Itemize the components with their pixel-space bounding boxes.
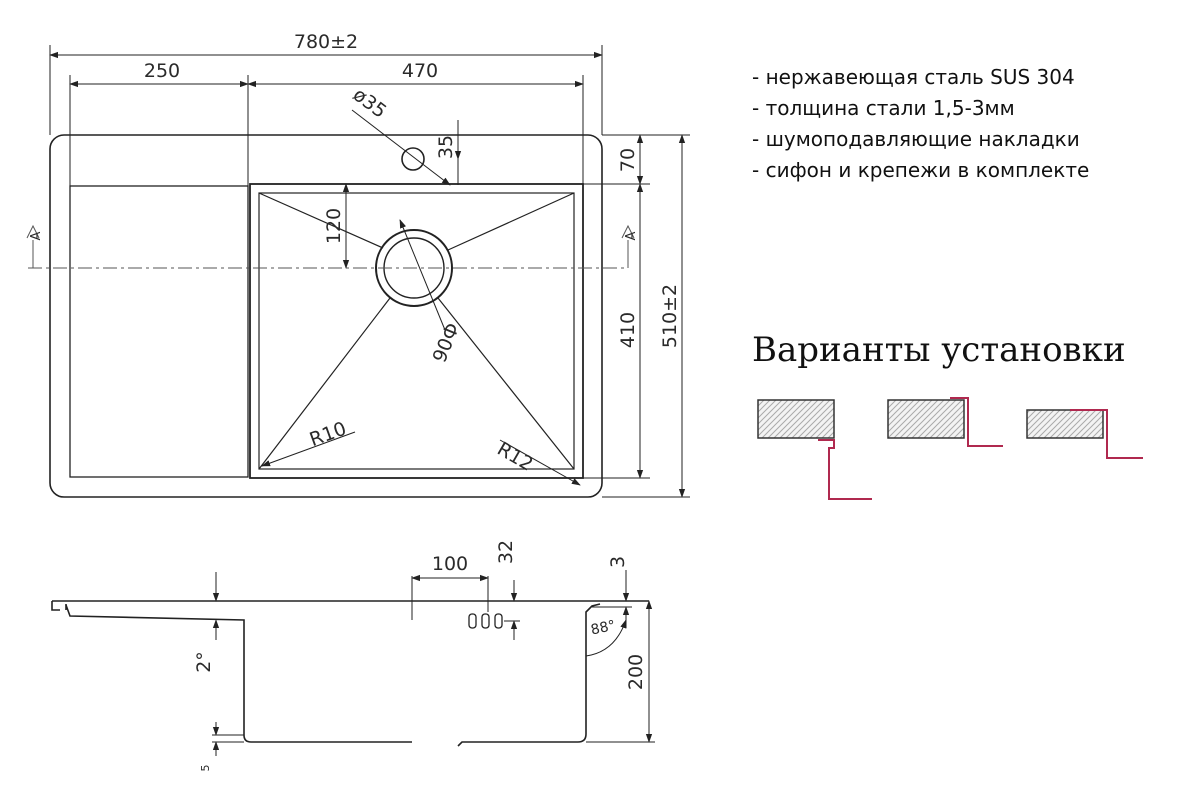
- corner-radius-right-label: R12: [493, 438, 536, 476]
- drain-outer-ring: [375, 229, 453, 307]
- tap-hole-offset-label: 35: [435, 135, 457, 159]
- bowl-depth-label: 410: [617, 312, 639, 348]
- side-view: [51, 600, 649, 747]
- bowl-outline: [249, 183, 584, 479]
- drain-diameter-label: 90Ф: [429, 320, 465, 366]
- spec-list: - нержавеющая сталь SUS 304 - толщина ст…: [752, 62, 1089, 186]
- slope-line: [447, 192, 575, 251]
- spec-item: - сифон и крепежи в комплекте: [752, 158, 1090, 182]
- bowl-height-label: 200: [625, 654, 647, 690]
- overflow-height-label: 32: [495, 540, 517, 564]
- drain-offset-label: 120: [323, 208, 345, 244]
- tap-hole-diameter-label: ø35: [349, 84, 391, 123]
- bowl-width-label: 470: [402, 60, 438, 82]
- install-option-2: [887, 397, 1003, 447]
- tap-hole: [401, 147, 425, 171]
- installation-options: [757, 397, 1143, 500]
- wall-angle-label: 88°: [589, 618, 617, 639]
- slope-line: [258, 192, 384, 249]
- overall-depth-label: 510±2: [659, 284, 681, 348]
- top-view: [49, 134, 603, 498]
- slope-label: 2°: [193, 651, 215, 673]
- overflow-offset-label: 100: [432, 553, 468, 575]
- section-marker-left: A: [29, 231, 44, 240]
- side-view-dimensions: [212, 570, 655, 756]
- left-rim-lip: [51, 601, 67, 611]
- drainboard-panel: [69, 185, 249, 478]
- top-view-labels: 780±2 250 470 70 410 510±2 120 35 ø35 90…: [29, 31, 681, 476]
- overall-width-label: 780±2: [294, 31, 358, 53]
- section-line: [26, 224, 635, 269]
- bowl-profile: [457, 603, 601, 747]
- slope-line: [437, 297, 575, 470]
- drainboard-width-label: 250: [144, 60, 180, 82]
- slope-line: [258, 297, 391, 470]
- spec-item: - шумоподавляющие накладки: [752, 127, 1080, 151]
- side-view-labels: 100 32 3 200 88° 2° 5: [193, 540, 647, 772]
- install-option-1: [757, 399, 872, 500]
- drainboard-profile: [65, 604, 412, 743]
- sink-outline: [49, 134, 603, 498]
- spec-item: - толщина стали 1,5-3мм: [752, 96, 1015, 120]
- bottom-step-label: 5: [199, 765, 212, 772]
- section-marker-right: A: [624, 231, 639, 240]
- front-rim-label: 70: [617, 148, 639, 172]
- bowl-inner-outline: [258, 192, 575, 470]
- top-view-dimensions: [49, 45, 690, 498]
- install-option-3: [1026, 409, 1143, 459]
- rim-thickness-label: 3: [607, 556, 629, 568]
- corner-radius-left-label: R10: [307, 418, 350, 451]
- overflow-fitting: [468, 613, 503, 629]
- spec-item: - нержавеющая сталь SUS 304: [752, 65, 1075, 89]
- installation-title: Варианты установки: [752, 330, 1126, 370]
